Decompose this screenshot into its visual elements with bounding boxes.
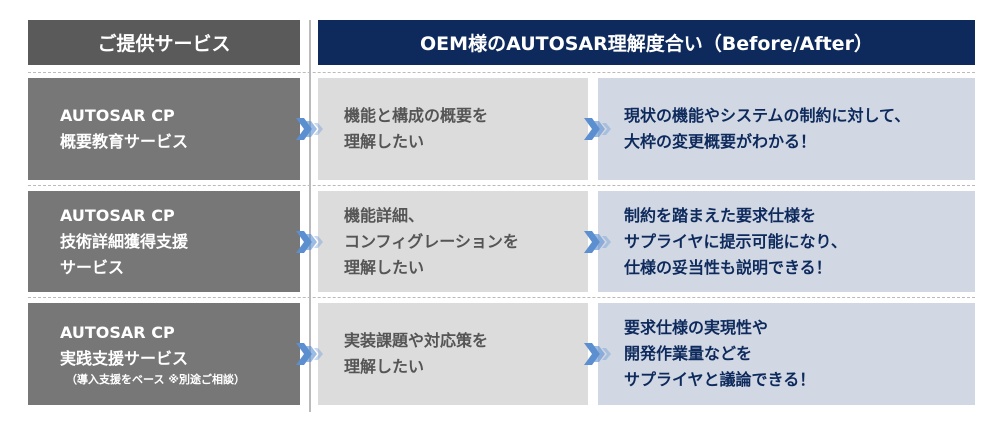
divider-dashed <box>28 297 975 298</box>
service-line: 技術詳細獲得支援 <box>60 231 189 251</box>
before-line: 理解したい <box>344 257 425 277</box>
service-box-3: AUTOSAR CP 実践支援サービス （導入支援をベース ※別途ご相談） <box>28 303 300 405</box>
before-box-2: 機能詳細、 コンフィグレーションを 理解したい <box>318 191 588 292</box>
after-box-3: 要求仕様の実現性や 開発作業量などを サプライヤと議論できる！ <box>598 303 975 405</box>
after-line: 制約を踏まえた要求仕様を <box>624 205 817 225</box>
after-line: 開発作業量などを <box>624 344 753 363</box>
before-line: コンフィグレーションを <box>344 231 519 251</box>
chevron-right-arrow-icon <box>296 118 330 144</box>
after-line: 現状の機能やシステムの制約に対して、 <box>624 106 911 125</box>
service-note: （導入支援をベース ※別途ご相談） <box>66 373 245 386</box>
service-line: AUTOSAR CP <box>60 323 175 342</box>
chevron-right-arrow-icon <box>296 343 330 369</box>
chevron-right-arrow-icon <box>296 231 330 257</box>
chevron-right-arrow-icon <box>584 343 618 369</box>
service-line: AUTOSAR CP <box>60 205 175 225</box>
after-line: 要求仕様の実現性や <box>624 318 769 337</box>
after-box-2: 制約を踏まえた要求仕様を サプライヤに提示可能になり、 仕様の妥当性も説明できる… <box>598 191 975 292</box>
service-line: 実践支援サービス <box>60 349 189 368</box>
header-understanding: OEM様のAUTOSAR理解度合い（Before/After） <box>318 20 975 65</box>
header-services: ご提供サービス <box>28 20 300 65</box>
after-line: 大枠の変更概要がわかる！ <box>624 132 817 151</box>
before-line: 理解したい <box>344 357 425 376</box>
before-line: 機能詳細、 <box>344 205 425 225</box>
after-line: 仕様の妥当性も説明できる！ <box>624 257 832 277</box>
before-line: 機能と構成の概要を <box>344 106 489 125</box>
before-line: 実装課題や対応策を <box>344 331 489 350</box>
service-line: AUTOSAR CP <box>60 106 175 125</box>
service-line: サービス <box>60 257 125 277</box>
after-line: サプライヤに提示可能になり、 <box>624 231 847 251</box>
divider-dashed <box>28 72 975 73</box>
service-box-2: AUTOSAR CP 技術詳細獲得支援 サービス <box>28 191 300 292</box>
before-box-3: 実装課題や対応策を 理解したい <box>318 303 588 405</box>
after-box-1: 現状の機能やシステムの制約に対して、 大枠の変更概要がわかる！ <box>598 78 975 180</box>
divider-vertical <box>309 20 311 412</box>
service-box-1: AUTOSAR CP 概要教育サービス <box>28 78 300 180</box>
before-line: 理解したい <box>344 132 425 151</box>
before-box-1: 機能と構成の概要を 理解したい <box>318 78 588 180</box>
divider-dashed <box>28 185 975 186</box>
after-line: サプライヤと議論できる！ <box>624 370 816 389</box>
service-line: 概要教育サービス <box>60 132 189 151</box>
chevron-right-arrow-icon <box>584 118 618 144</box>
chevron-right-arrow-icon <box>584 231 618 257</box>
